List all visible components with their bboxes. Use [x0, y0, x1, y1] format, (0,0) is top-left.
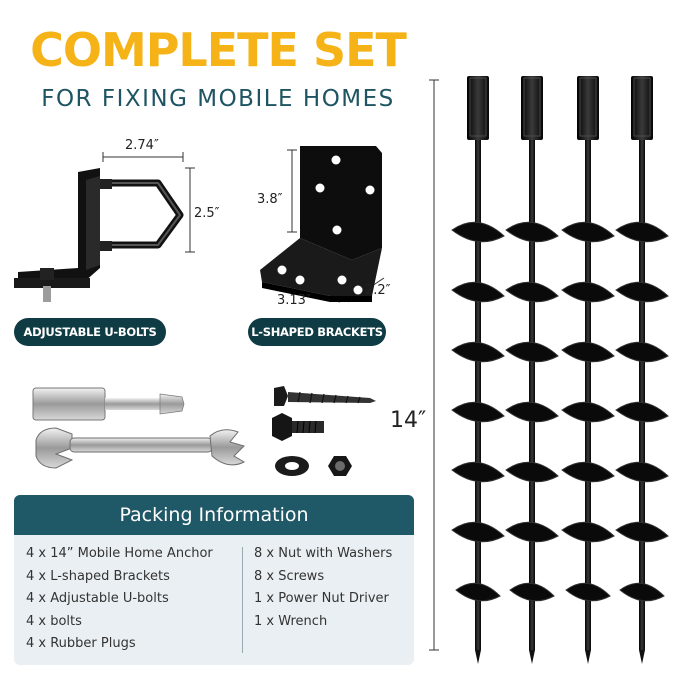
anchor-length-label: 14″	[390, 408, 427, 433]
page-title: COMPLETE SET	[30, 23, 407, 77]
hex-nut-icon	[328, 456, 352, 476]
ground-anchor-icon	[561, 75, 615, 665]
packing-list-left: 4 x 14” Mobile Home Anchor 4 x L-shaped …	[26, 543, 213, 656]
ubolt-height-label: 2.5″	[194, 206, 220, 221]
list-item: 4 x Rubber Plugs	[26, 636, 136, 651]
ground-anchor-icon	[615, 75, 669, 665]
bolt-icon	[272, 413, 324, 441]
nut-driver-icon	[32, 387, 185, 421]
ground-anchor-icon	[451, 76, 505, 664]
list-item: 1 x Power Nut Driver	[254, 591, 389, 606]
list-item: 8 x Nut with Washers	[254, 546, 393, 561]
packing-info-panel: Packing Information 4 x 14” Mobile Home …	[14, 495, 414, 665]
wrench-icon	[35, 427, 246, 469]
list-item: 4 x bolts	[26, 613, 82, 629]
bracket-width-label: 3.13″	[277, 293, 311, 308]
ubolt-badge: ADJUSTABLE U-BOLTS	[14, 318, 166, 346]
washer-icon	[275, 456, 309, 476]
list-item: 4 x Adjustable U-bolts	[26, 591, 169, 606]
l-bracket-icon	[260, 146, 382, 302]
lag-screw-icon	[274, 386, 376, 406]
page-subtitle: FOR FIXING MOBILE HOMES	[41, 86, 395, 112]
packing-info-title: Packing Information	[14, 495, 414, 535]
ubolt-dimension-lines	[102, 152, 195, 253]
bracket-badge: L-SHAPED BRACKETS	[248, 318, 386, 346]
ubolt-width-label: 2.74″	[125, 138, 159, 153]
list-item: 1 x Wrench	[254, 613, 328, 629]
anchor-dimension-line	[429, 79, 439, 651]
bracket-height-label: 3.8″	[257, 192, 283, 207]
ground-anchor-icon	[505, 75, 559, 665]
packing-list-right: 8 x Nut with Washers 8 x Screws 1 x Powe…	[254, 543, 392, 633]
list-item: 4 x L-shaped Brackets	[26, 568, 170, 584]
bracket-depth-label: 2.2″	[365, 283, 391, 298]
list-item: 8 x Screws	[254, 568, 325, 584]
list-item: 4 x 14” Mobile Home Anchor	[26, 546, 213, 561]
u-bolt-icon	[14, 168, 184, 302]
column-divider	[242, 547, 243, 653]
